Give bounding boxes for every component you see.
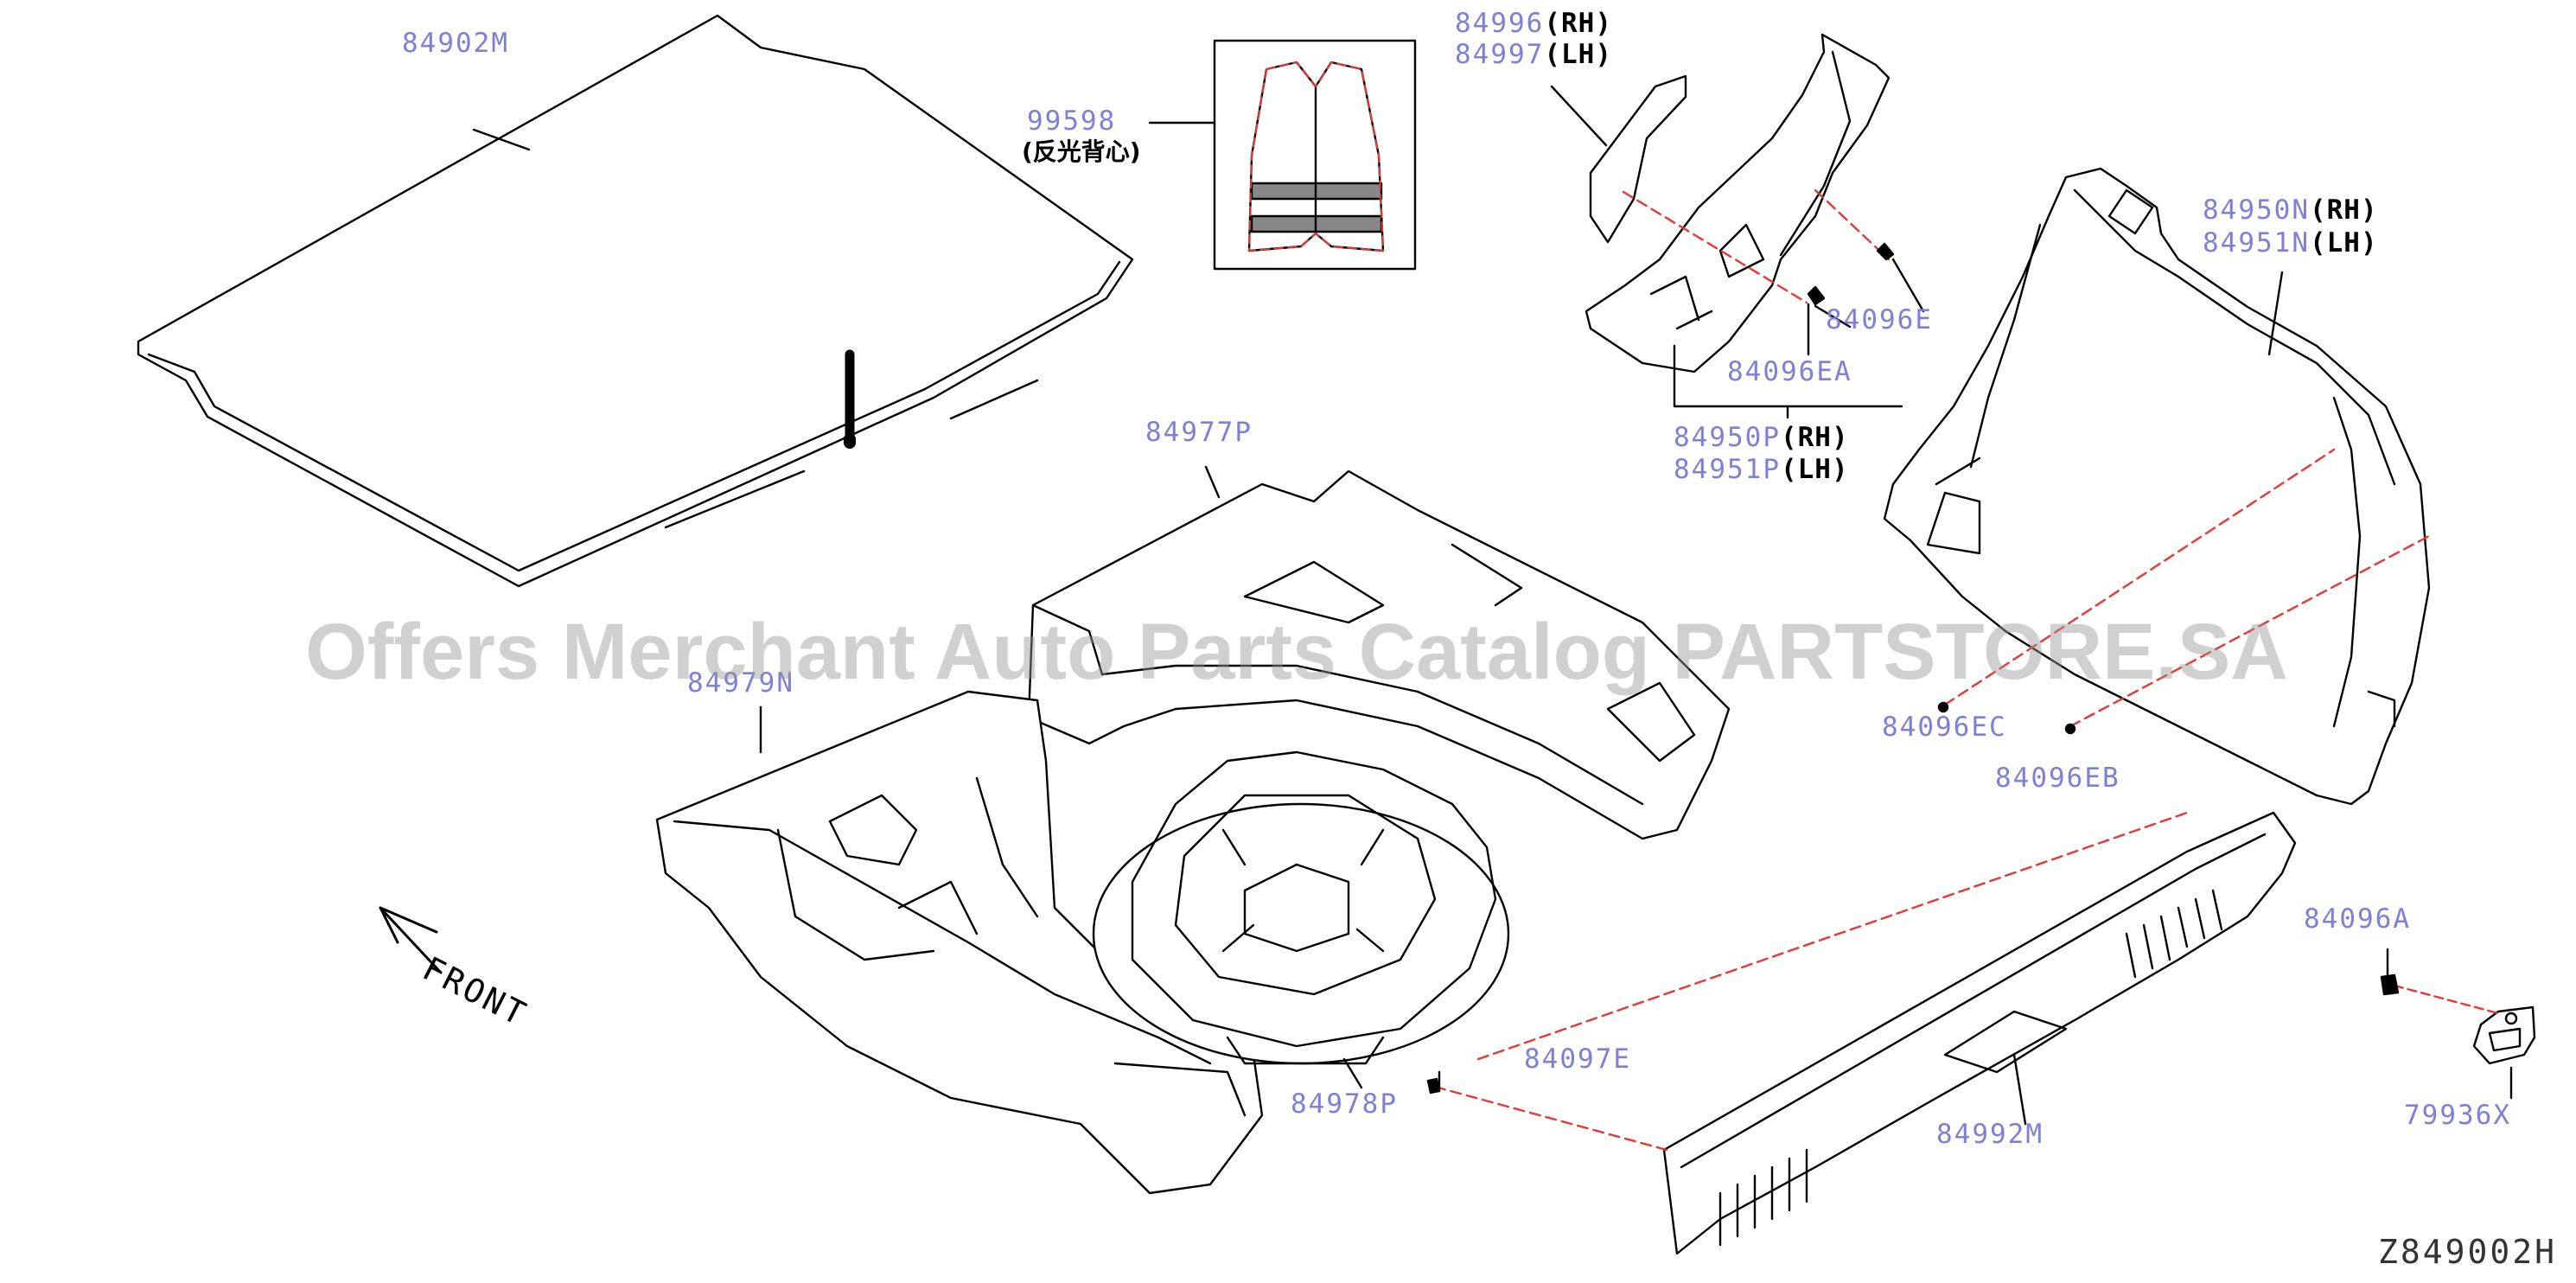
side-rh: (RH)	[2309, 195, 2378, 226]
label-99598: 99598	[1027, 105, 1117, 137]
label-84997: 84997(LH)	[1455, 39, 1612, 70]
label-84977P: 84977P	[1145, 417, 1253, 448]
side-lh: (LH)	[1544, 39, 1612, 70]
label-99598-note: (反光背心)	[1022, 137, 1141, 166]
label-84902M: 84902M	[402, 28, 509, 59]
luggage-hook	[2380, 948, 2536, 1100]
label-84992M: 84992M	[1936, 1119, 2044, 1150]
side-trim-inner	[1584, 33, 1925, 419]
side-rh: (RH)	[1780, 422, 1849, 453]
label-84996: 84996(RH)	[1455, 8, 1612, 39]
foam-box-rear	[1027, 465, 1731, 840]
side-lh: (LH)	[2309, 227, 2378, 259]
spare-tire-foam	[1092, 750, 1510, 1089]
foam-tray-front	[655, 690, 1264, 1195]
label-84951N: 84951N(LH)	[2203, 227, 2378, 259]
label-84097E: 84097E	[1524, 1044, 1631, 1075]
side-finisher-small	[1550, 74, 1687, 244]
label-84950N: 84950N(RH)	[2203, 195, 2378, 226]
reflective-vest	[1148, 39, 1417, 271]
label-84950P: 84950P(RH)	[1674, 422, 1849, 453]
side-rh: (RH)	[1544, 8, 1612, 39]
label-84096EA: 84096EA	[1727, 356, 1852, 387]
label-79936X: 79936X	[2404, 1100, 2511, 1131]
label-84951P: 84951P(LH)	[1674, 454, 1849, 485]
label-84096E: 84096E	[1826, 304, 1933, 335]
diagram-code: Z849002H	[2377, 1233, 2557, 1271]
label-84096EC: 84096EC	[1882, 712, 2007, 743]
label-84979N: 84979N	[687, 667, 794, 699]
side-trim-large	[1883, 167, 2431, 806]
label-84978P: 84978P	[1291, 1088, 1398, 1120]
label-84096EB: 84096EB	[1995, 763, 2120, 794]
front-direction-arrow	[379, 906, 443, 974]
rear-sill-finisher	[1426, 811, 2297, 1255]
label-84096A: 84096A	[2304, 903, 2411, 935]
trunk-cover-board	[137, 14, 1134, 588]
side-lh: (LH)	[1780, 454, 1849, 485]
